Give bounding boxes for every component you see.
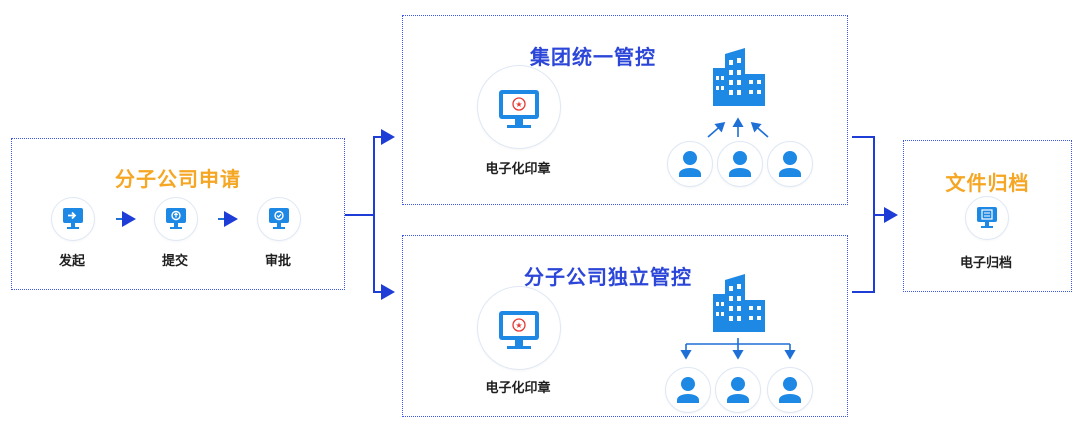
- electronic-archive-node[interactable]: [965, 196, 1009, 240]
- user-icon: [727, 377, 749, 403]
- electronic-seal-node[interactable]: ★: [477, 286, 561, 370]
- monitor-upload-icon: [166, 208, 186, 229]
- arrow-to-subsidiary-control: [373, 215, 395, 300]
- monitor-check-icon: [269, 208, 289, 229]
- user-icon: [729, 151, 751, 177]
- merge-bracket: [852, 136, 875, 293]
- step-initiate-label: 发起: [58, 254, 85, 269]
- user-icon: [677, 377, 699, 403]
- electronic-seal-label: 电子化印章: [485, 381, 551, 396]
- step-approve-node[interactable]: [257, 197, 301, 241]
- electronic-archive-label: 电子归档: [959, 256, 1012, 271]
- distributing-arrows: [680, 338, 796, 360]
- subsidiary-control-title: 分子公司独立管控: [524, 265, 692, 289]
- step-submit-node[interactable]: [154, 197, 198, 241]
- converging-arrows: [707, 117, 769, 138]
- building-icon: [713, 274, 765, 332]
- monitor-archive-icon: [977, 207, 997, 228]
- arrow-to-group-control: [345, 129, 395, 216]
- subsidiary-application-title: 分子公司申请: [115, 167, 241, 191]
- monitor-seal-icon: ★: [499, 90, 539, 128]
- step-submit-label: 提交: [161, 254, 188, 269]
- svg-text:★: ★: [515, 321, 522, 330]
- subsidiary-application-panel: 分子公司申请 发起 提交 审批: [11, 138, 345, 290]
- user-node-1[interactable]: [665, 367, 711, 413]
- user-node-1[interactable]: [667, 141, 713, 187]
- group-control-title: 集团统一管控: [530, 45, 656, 69]
- electronic-seal-node[interactable]: ★: [477, 65, 561, 149]
- user-node-2[interactable]: [715, 367, 761, 413]
- monitor-seal-icon: ★: [499, 311, 539, 349]
- file-archive-title: 文件归档: [945, 171, 1030, 195]
- user-node-3[interactable]: [767, 367, 813, 413]
- group-control-panel: 集团统一管控 ★ 电子化印章: [402, 15, 848, 205]
- step-initiate-node[interactable]: [51, 197, 95, 241]
- user-icon: [779, 151, 801, 177]
- monitor-arrow-icon: [63, 208, 83, 229]
- building-icon: [713, 48, 765, 106]
- user-node-3[interactable]: [767, 141, 813, 187]
- step-approve-label: 审批: [264, 254, 291, 269]
- file-archive-panel: 文件归档 电子归档: [903, 140, 1072, 292]
- subsidiary-control-panel: 分子公司独立管控 ★ 电子化印章: [402, 235, 848, 417]
- user-icon: [679, 151, 701, 177]
- user-icon: [779, 377, 801, 403]
- svg-text:★: ★: [515, 100, 522, 109]
- user-node-2[interactable]: [717, 141, 763, 187]
- electronic-seal-label: 电子化印章: [485, 162, 551, 177]
